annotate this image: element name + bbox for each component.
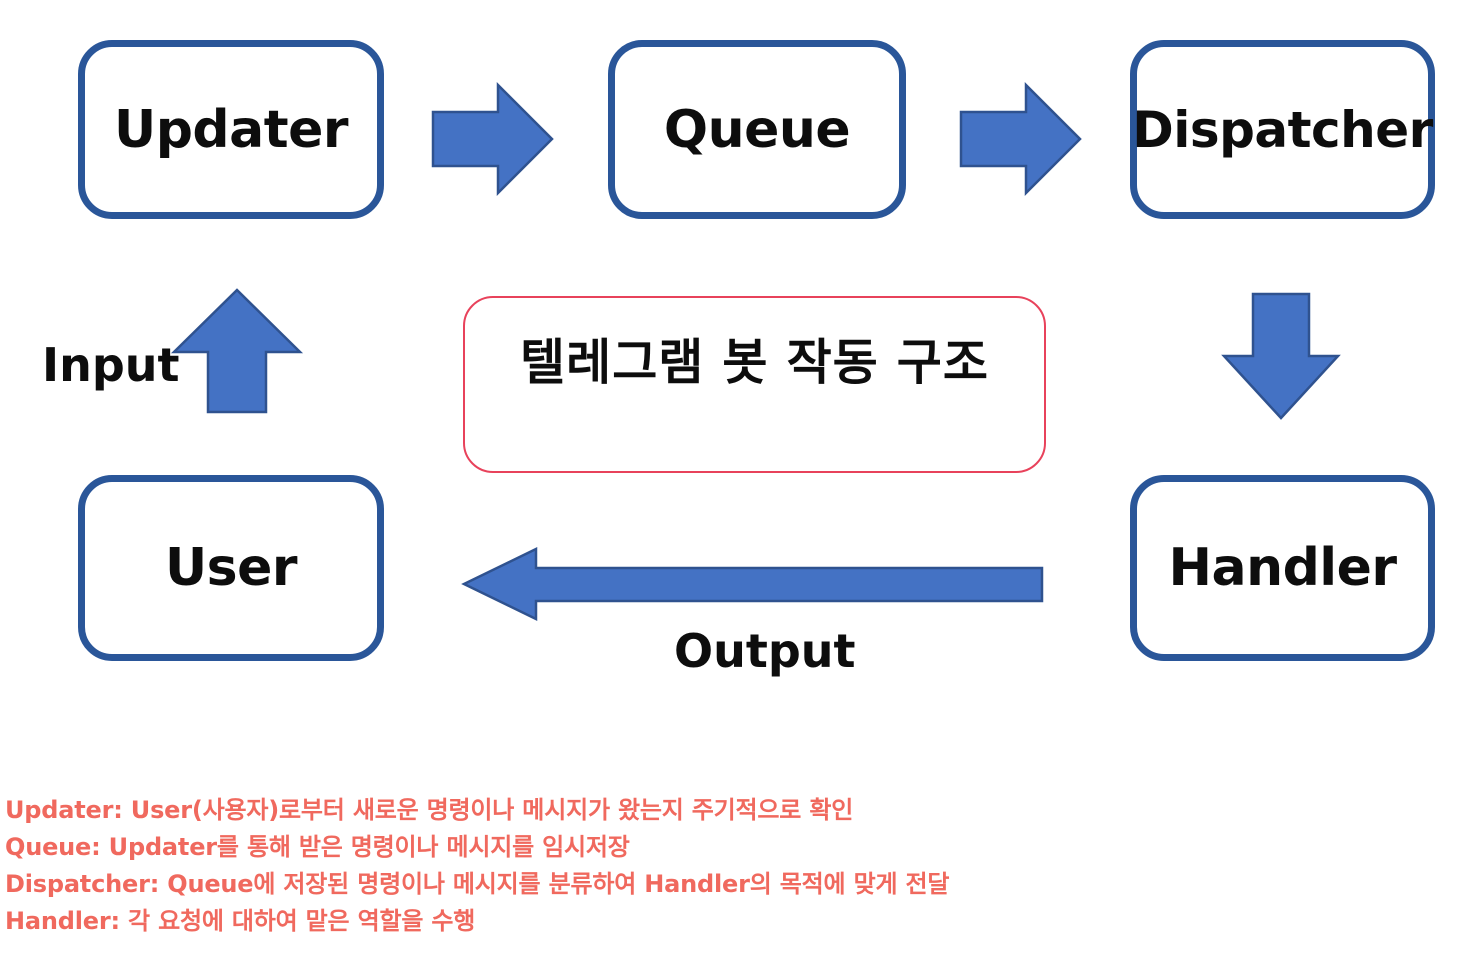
node-user[interactable]: User [78, 475, 384, 661]
node-queue[interactable]: Queue [608, 40, 906, 219]
edge-label-input: Input [42, 338, 180, 392]
node-queue-label: Queue [663, 99, 851, 160]
node-dispatcher-label: Dispatcher [1132, 100, 1433, 159]
legend-line-queue: Queue: Updater를 통해 받은 명령이나 메시지를 임시저장 [5, 833, 630, 861]
node-handler-label: Handler [1168, 538, 1397, 598]
diagram-title-callout: 텔레그램 봇 작동 구조 [463, 296, 1046, 473]
edge-label-output: Output [674, 624, 856, 678]
arrow-up-icon-user-to-updater [170, 288, 304, 414]
node-dispatcher[interactable]: Dispatcher [1130, 40, 1435, 219]
legend-line-updater: Updater: User(사용자)로부터 새로운 명령이나 메시지가 왔는지 … [5, 796, 854, 824]
node-updater[interactable]: Updater [78, 40, 384, 219]
legend-block: Updater: User(사용자)로부터 새로운 명령이나 메시지가 왔는지 … [5, 792, 1105, 940]
legend-line-handler: Handler: 각 요청에 대하여 맡은 역할을 수행 [5, 907, 476, 935]
node-user-label: User [164, 538, 298, 598]
legend-line-dispatcher: Dispatcher: Queue에 저장된 명령이나 메시지를 분류하여 Ha… [5, 870, 950, 898]
arrow-down-icon-dispatcher-to-handler [1221, 292, 1341, 420]
arrow-right-icon-queue-to-dispatcher [959, 81, 1082, 197]
arrow-left-icon-handler-to-user [461, 547, 1044, 621]
arrow-right-icon-updater-to-queue [431, 81, 554, 197]
diagram-title: 텔레그램 봇 작동 구조 [520, 334, 989, 391]
node-handler[interactable]: Handler [1130, 475, 1435, 661]
node-updater-label: Updater [113, 99, 349, 160]
